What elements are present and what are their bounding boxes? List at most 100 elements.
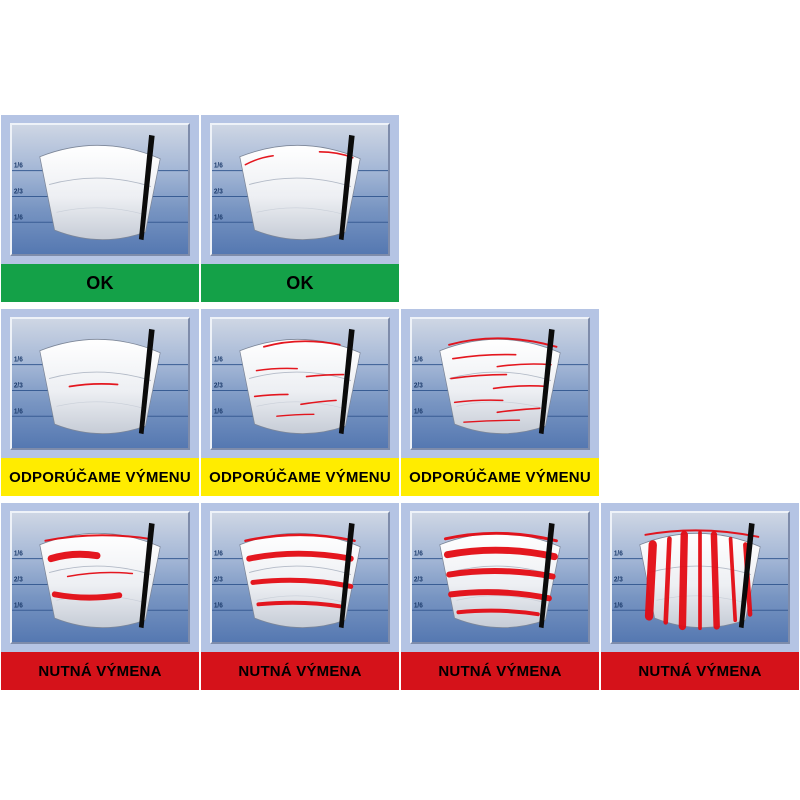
wear-streak bbox=[443, 531, 558, 543]
wear-streak bbox=[47, 550, 101, 563]
wear-streak bbox=[456, 608, 540, 617]
sweep-reflection-arc bbox=[448, 371, 552, 381]
scale-label-middle: 2/3 bbox=[14, 382, 23, 389]
wiper-test-cell-warn-3: 1/6 2/3 1/6 ODPORÚČAME VÝMENU bbox=[400, 308, 600, 497]
wiper-sweep-graphic: 1/6 2/3 1/6 bbox=[412, 328, 588, 435]
wiper-test-cell-ok-1: 1/6 2/3 1/6 OK bbox=[0, 114, 200, 303]
wear-streak bbox=[453, 399, 504, 404]
windshield-screen: 1/6 2/3 1/6 bbox=[10, 123, 190, 256]
wiper-test-cell-bad-2: 1/6 2/3 1/6 NUTNÁ VÝMENA bbox=[200, 502, 400, 691]
scale-label-middle: 2/3 bbox=[414, 382, 423, 389]
scale-label-middle: 2/3 bbox=[214, 382, 223, 389]
wiper-sweep-graphic: 1/6 2/3 1/6 bbox=[212, 134, 388, 241]
wiper-panel: 1/6 2/3 1/6 bbox=[1, 309, 199, 458]
status-label-bar: NUTNÁ VÝMENA bbox=[1, 652, 199, 690]
sweep-reflection-arc bbox=[248, 177, 352, 187]
wiper-panel: 1/6 2/3 1/6 bbox=[401, 503, 599, 652]
status-label-bar: OK bbox=[201, 264, 399, 302]
status-label-bar: ODPORÚČAME VÝMENU bbox=[1, 458, 199, 496]
wiper-test-cell-ok-2: 1/6 2/3 1/6 OK bbox=[200, 114, 400, 303]
wear-streaks bbox=[44, 534, 151, 601]
wear-streaks bbox=[253, 340, 345, 417]
wiper-sweep-graphic: 1/6 2/3 1/6 bbox=[212, 328, 388, 435]
wiper-panel: 1/6 2/3 1/6 bbox=[201, 503, 399, 652]
windshield-screen: 1/6 2/3 1/6 bbox=[610, 511, 790, 644]
wear-streaks bbox=[68, 382, 119, 388]
wear-streak bbox=[51, 591, 123, 601]
wiper-panel: 1/6 2/3 1/6 bbox=[601, 503, 799, 652]
sweep-reflection-arc-lower bbox=[256, 595, 344, 603]
wiper-sweep-graphic: 1/6 2/3 1/6 bbox=[612, 522, 788, 631]
scale-label-bottom: 1/6 bbox=[614, 602, 623, 609]
wear-streak bbox=[728, 536, 738, 623]
status-label-text: OK bbox=[286, 272, 314, 293]
scale-label-bottom: 1/6 bbox=[214, 214, 223, 221]
wiper-blade-icon bbox=[338, 134, 355, 241]
wiper-sweep-graphic: 1/6 2/3 1/6 bbox=[212, 522, 388, 629]
wear-streak bbox=[68, 382, 119, 388]
status-label-text: NUTNÁ VÝMENA bbox=[238, 662, 362, 680]
wiper-panel: 1/6 2/3 1/6 bbox=[201, 309, 399, 458]
scale-label-bottom: 1/6 bbox=[14, 214, 23, 221]
wiper-blade-icon bbox=[538, 328, 555, 435]
wiper-blade-icon bbox=[138, 134, 155, 241]
wiper-test-cell-bad-3: 1/6 2/3 1/6 NUTNÁ VÝMENA bbox=[400, 502, 600, 691]
wear-streak bbox=[44, 534, 151, 542]
wear-streak bbox=[710, 531, 720, 630]
scale-label-top: 1/6 bbox=[14, 357, 23, 364]
status-label-bar: NUTNÁ VÝMENA bbox=[401, 652, 599, 690]
sweep-reflection-arc-lower bbox=[56, 401, 144, 409]
sweep-reflection-arc bbox=[248, 371, 352, 381]
wear-streak bbox=[263, 340, 341, 348]
scale-label-middle: 2/3 bbox=[214, 188, 223, 195]
status-label-text: NUTNÁ VÝMENA bbox=[438, 662, 562, 680]
wiper-panel: 1/6 2/3 1/6 bbox=[1, 503, 199, 652]
sweep-reflection-arc-lower bbox=[256, 207, 344, 215]
wiper-blade-icon bbox=[138, 328, 155, 435]
sweep-reflection-arc-lower bbox=[456, 595, 544, 603]
scale-label-bottom: 1/6 bbox=[414, 408, 423, 415]
windshield-screen: 1/6 2/3 1/6 bbox=[210, 317, 390, 450]
windshield-screen: 1/6 2/3 1/6 bbox=[210, 511, 390, 644]
wear-streak bbox=[678, 530, 688, 631]
row-warn: 1/6 2/3 1/6 ODPORÚČAME VÝMENU bbox=[0, 308, 800, 497]
wiper-blade-icon bbox=[138, 522, 155, 629]
wiper-blade-icon bbox=[538, 522, 555, 629]
wiper-sweep-area bbox=[239, 144, 361, 241]
wear-streak bbox=[66, 571, 134, 578]
status-label-text: NUTNÁ VÝMENA bbox=[638, 662, 762, 680]
wiper-panel: 1/6 2/3 1/6 bbox=[1, 115, 199, 264]
wiper-sweep-graphic: 1/6 2/3 1/6 bbox=[12, 328, 188, 435]
test-result-grid: 1/6 2/3 1/6 OK 1/ bbox=[0, 114, 800, 696]
scale-label-middle: 2/3 bbox=[214, 576, 223, 583]
wear-streak bbox=[448, 589, 552, 602]
wear-streak bbox=[244, 533, 356, 543]
wear-streaks bbox=[443, 531, 558, 617]
wear-streak bbox=[452, 353, 517, 360]
wear-streaks bbox=[448, 337, 558, 423]
windshield-screen: 1/6 2/3 1/6 bbox=[410, 317, 590, 450]
wear-streak bbox=[644, 529, 760, 538]
wear-streak bbox=[244, 154, 274, 166]
status-label-text: NUTNÁ VÝMENA bbox=[38, 662, 162, 680]
wear-streak bbox=[246, 550, 354, 562]
wear-streak bbox=[446, 568, 556, 580]
windshield-screen: 1/6 2/3 1/6 bbox=[10, 317, 190, 450]
wear-streak bbox=[492, 385, 548, 390]
wear-streak bbox=[443, 546, 558, 561]
status-label-text: ODPORÚČAME VÝMENU bbox=[209, 468, 391, 486]
scale-label-middle: 2/3 bbox=[14, 188, 23, 195]
wear-streak bbox=[250, 577, 354, 589]
scale-label-top: 1/6 bbox=[14, 551, 23, 558]
wear-streak bbox=[255, 367, 298, 372]
windshield-screen: 1/6 2/3 1/6 bbox=[410, 511, 590, 644]
status-label-text: ODPORÚČAME VÝMENU bbox=[409, 468, 591, 486]
status-label-bar: ODPORÚČAME VÝMENU bbox=[201, 458, 399, 496]
wiper-sweep-area bbox=[39, 338, 161, 435]
status-label-bar: OK bbox=[1, 264, 199, 302]
wear-streak bbox=[305, 373, 345, 378]
wear-streak bbox=[300, 399, 337, 406]
sweep-reflection-arc bbox=[48, 565, 152, 575]
wiper-panel: 1/6 2/3 1/6 bbox=[201, 115, 399, 264]
